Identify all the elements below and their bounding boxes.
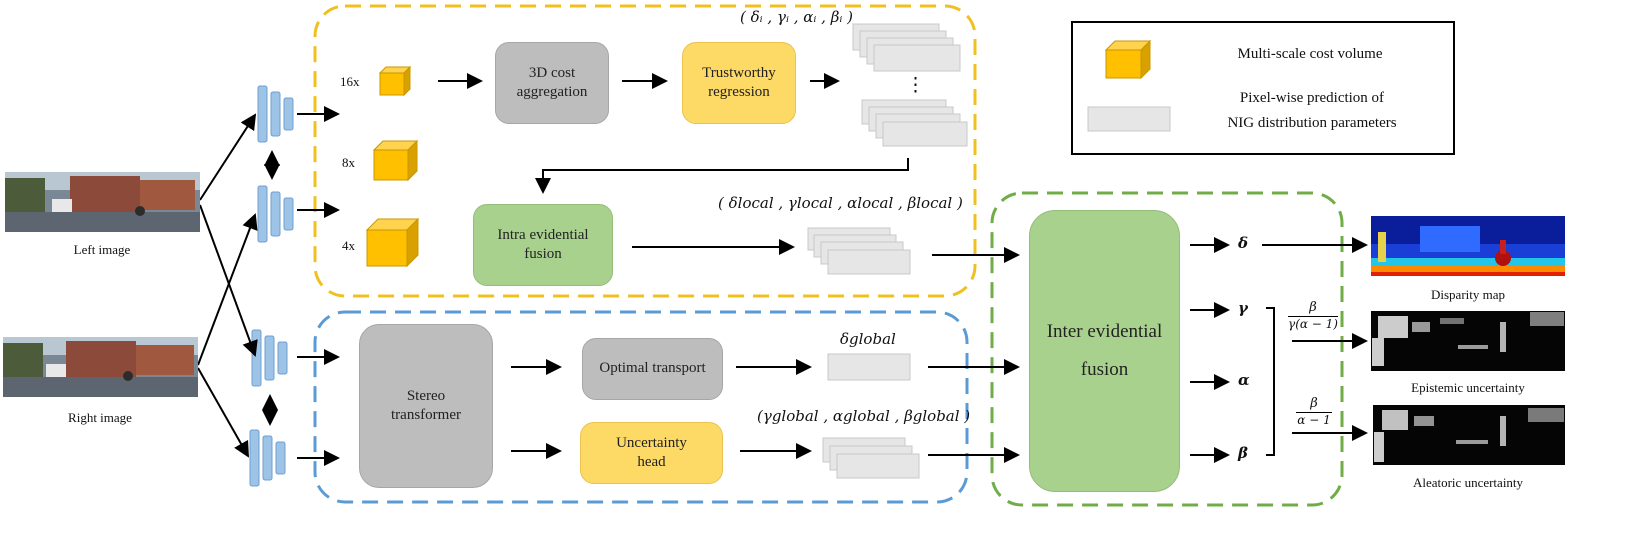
epistemic-uncertainty-label: Epistemic uncertainty (1411, 380, 1525, 395)
aleatoric-formula-denominator: α − 1 (1296, 411, 1332, 427)
cube-8x (372, 139, 419, 182)
uncertainty-head-box: Uncertainty head (580, 422, 723, 484)
input-arrows (197, 113, 258, 458)
left-image (5, 172, 200, 232)
encoder-stack-3 (251, 329, 288, 387)
epistemic-formula: β γ(α − 1) (1288, 300, 1338, 331)
encoder-output-arrows (297, 106, 340, 466)
scale-label-8x: 8x (342, 155, 355, 170)
cost-aggregation-box: 3D cost aggregation (495, 42, 609, 124)
aleatoric-uncertainty-image (1373, 405, 1565, 465)
aleatoric-uncertainty-label: Aleatoric uncertainty (1412, 475, 1524, 490)
epistemic-formula-denominator: γ(α − 1) (1288, 315, 1338, 331)
legend-cost-volume-label: Multi-scale cost volume (1237, 46, 1383, 62)
left-image-label: Left image (73, 242, 131, 257)
local-flow-arrows (438, 73, 1020, 263)
legend-cube (1104, 39, 1152, 80)
global-flow-arrows (511, 359, 1020, 463)
legend-nig-label-line2: NIG distribution parameters (1227, 115, 1397, 131)
scale-label-4x: 4x (342, 238, 355, 253)
param-stack-global (822, 437, 920, 479)
gamma-output: γ (1238, 299, 1248, 317)
ellipsis-dots: ⋮ (906, 75, 925, 96)
optimal-transport-box: Optimal transport (582, 338, 723, 400)
epistemic-uncertainty-image (1371, 311, 1565, 371)
encoder-stack-1 (257, 85, 294, 143)
disparity-map-label: Disparity map (1430, 287, 1505, 302)
global-branch-frame (313, 310, 969, 504)
inter-fusion-frame (990, 191, 1344, 507)
encoder-stack-2 (257, 185, 294, 243)
intra-evidential-fusion-box: Intra evidential fusion (473, 204, 613, 286)
cube-16x (378, 65, 412, 97)
epistemic-formula-numerator: β (1309, 300, 1317, 315)
global-delta-label: δglobal (840, 330, 896, 348)
param-stack-top (852, 23, 961, 72)
local-params-label: ( δlocal , γlocal , αlocal , βlocal ) (718, 194, 963, 212)
global-params-label: (γglobal , αglobal , βglobal ) (757, 407, 971, 425)
disparity-map-image (1371, 216, 1565, 276)
output-bracket (1266, 307, 1275, 456)
param-stack-global-delta (827, 353, 911, 381)
param-stack-bottom (861, 99, 968, 147)
aleatoric-formula: β α − 1 (1296, 396, 1332, 427)
inter-evidential-fusion-box: Inter evidential fusion (1029, 210, 1180, 492)
output-arrows (1190, 237, 1368, 463)
beta-output: β (1238, 444, 1248, 462)
local-branch-frame (313, 4, 977, 298)
cube-4x (365, 217, 420, 268)
delta-output: δ (1238, 234, 1249, 252)
legend-nig-label-line1: Pixel-wise prediction of (1239, 90, 1385, 106)
shared-weight-arrows (262, 150, 280, 426)
encoder-stack-4 (249, 429, 286, 487)
legend-nig-swatch (1087, 106, 1171, 132)
right-image (3, 337, 198, 397)
scale-label-16x: 16x (340, 74, 360, 89)
feedback-arrow (535, 158, 909, 194)
stereo-transformer-box: Stereo transformer (359, 324, 493, 488)
aleatoric-formula-numerator: β (1310, 396, 1318, 411)
right-image-label: Right image (68, 410, 132, 425)
per-scale-params-label: ( δᵢ , γᵢ , αᵢ , βᵢ ) (740, 8, 854, 26)
alpha-output: α (1238, 371, 1250, 389)
trustworthy-regression-box: Trustworthy regression (682, 42, 796, 124)
param-stack-local (807, 227, 911, 275)
